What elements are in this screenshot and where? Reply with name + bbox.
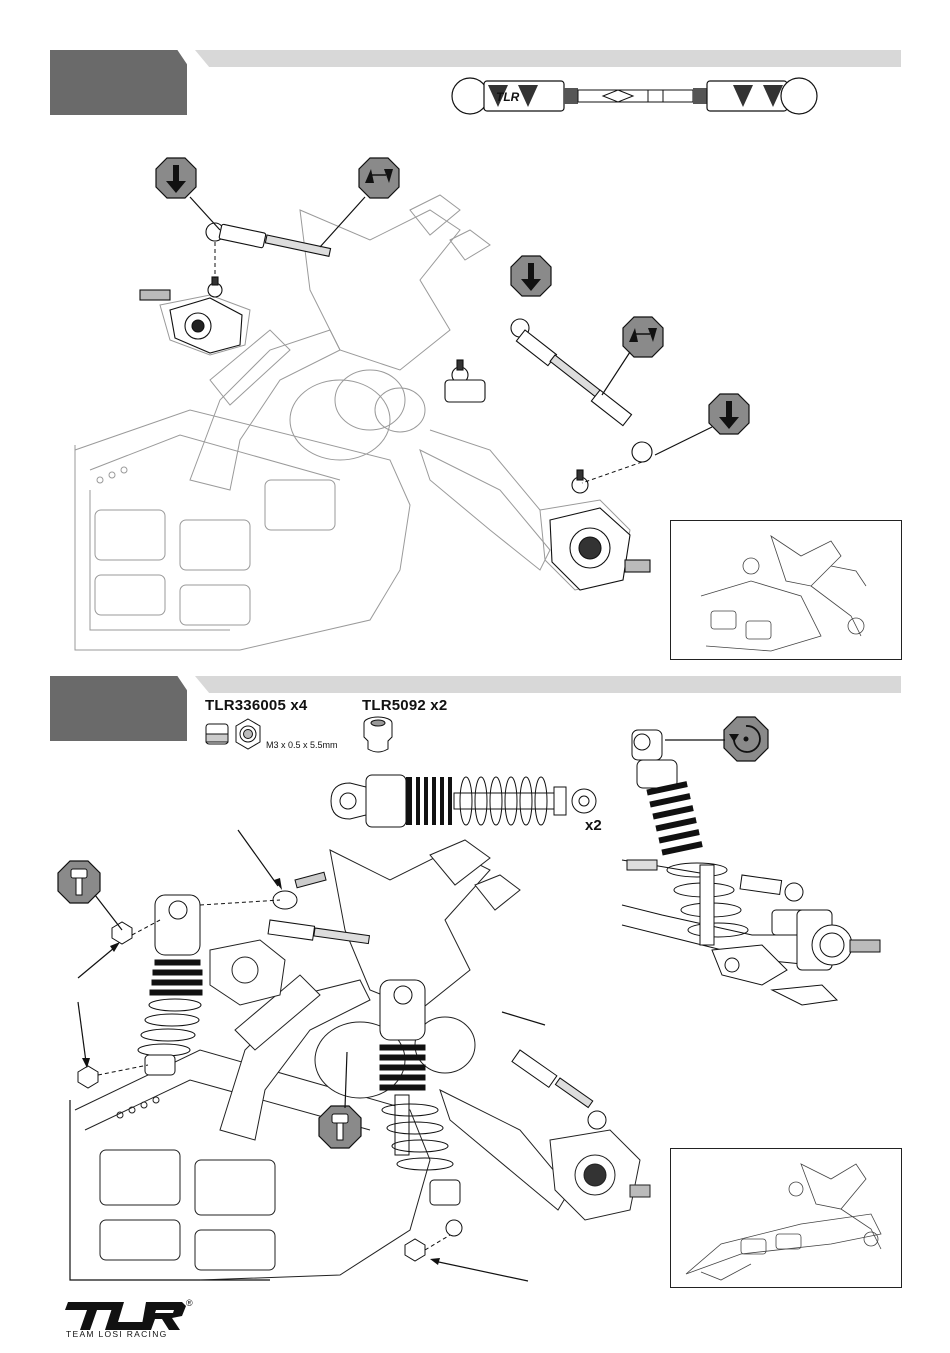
part-label-shock-spacer: TLR5092 x2	[362, 697, 447, 714]
callout-pointer	[335, 1050, 355, 1110]
screw-icon	[318, 1105, 362, 1149]
callout-pointer	[660, 730, 730, 750]
turnbuckle-reference: TLR	[448, 72, 820, 120]
install-arrow-icon	[510, 255, 552, 297]
callout-pointer	[590, 350, 650, 400]
locknut-part-icon	[204, 716, 264, 752]
svg-text:TLR: TLR	[496, 90, 520, 104]
callout-pointer	[236, 828, 286, 893]
step-2-overview-inset	[670, 1148, 902, 1288]
overview-drawing	[691, 526, 886, 654]
callout-pointer	[428, 1255, 532, 1285]
shock-mount-detail	[622, 720, 887, 1010]
brand-tagline: TEAM LOSI RACING	[66, 1329, 168, 1339]
callout-pointer	[76, 940, 121, 980]
registered-mark: ®	[186, 1298, 193, 1308]
locknut-spec: M3 x 0.5 x 5.5mm	[266, 740, 338, 750]
callout-pointer	[170, 185, 230, 235]
step-2-title-bar	[195, 676, 901, 693]
step-1-tab	[50, 50, 187, 115]
callout-pointer	[650, 425, 720, 465]
step-2-assembly-illustration	[70, 810, 650, 1285]
callout-pointer	[300, 185, 380, 255]
step-1-title-bar	[195, 50, 901, 67]
overview-drawing	[681, 1154, 891, 1282]
part-label-locknut: TLR336005 x4	[205, 697, 307, 714]
callout-pointer	[90, 890, 130, 935]
callout-pointer	[500, 1010, 550, 1030]
callout-pointer	[76, 1000, 96, 1070]
step-1-overview-inset	[670, 520, 902, 660]
step-2-tab	[50, 676, 187, 741]
shock-spacer-part-icon	[360, 715, 396, 755]
